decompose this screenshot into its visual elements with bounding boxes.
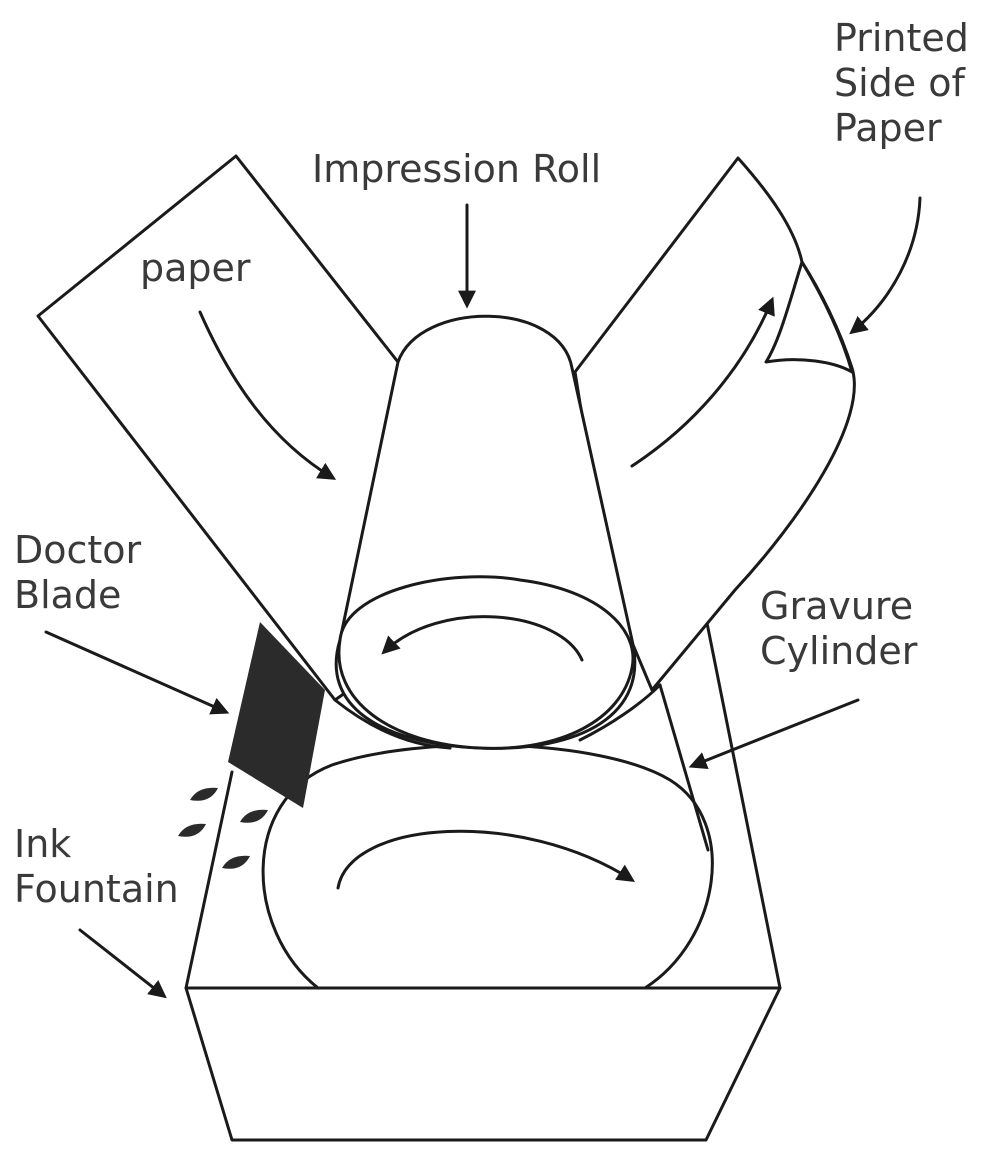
printed-side-label-line-1: Printed (834, 16, 969, 60)
doctor-blade-label-line-1: Doctor (14, 528, 142, 572)
gravure-cylinder-face (261, 743, 714, 990)
printed-side-label: Printed Side of Paper (834, 16, 969, 150)
ink-fountain-pointer (78, 928, 167, 999)
ink-droplets (178, 787, 268, 869)
paper-curl (764, 260, 854, 374)
gravure-cylinder-body (184, 616, 782, 990)
paper-nip-right (578, 683, 662, 742)
printed-side-label-line-3: Paper (834, 105, 942, 150)
gravure-cylinder-label: Gravure Cylinder (760, 584, 917, 674)
paper-out-arrow (630, 296, 775, 468)
ink-fountain-trough (184, 986, 782, 1142)
printed-side-pointer (849, 196, 922, 335)
gravure-cylinder-pointer (688, 698, 860, 770)
ink-fountain-label-line-1: Ink (14, 822, 72, 866)
doctor-blade-label-line-2: Blade (14, 572, 122, 617)
doctor-blade (228, 622, 325, 808)
paper-label: paper (140, 246, 251, 290)
gravure-cylinder-rotation-arrow (336, 829, 636, 890)
doctor-blade-label: Doctor Blade (14, 528, 141, 618)
printed-side-label-line-2: Side of (834, 60, 965, 105)
impression-roll-label: Impression Roll (312, 147, 602, 191)
gravure-cylinder-label-line-1: Gravure (760, 584, 914, 628)
ink-fountain-label: Ink Fountain (14, 822, 179, 912)
paper-nip-left (333, 698, 452, 750)
gravure-cylinder-inner-edge (658, 683, 710, 852)
impression-roll-rotation-arrow (381, 615, 584, 662)
gravure-cylinder-label-line-2: Cylinder (760, 628, 918, 673)
impression-roll-face (337, 575, 635, 750)
ink-fountain-label-line-2: Fountain (14, 866, 179, 911)
doctor-blade-pointer (44, 630, 230, 715)
paper-in-arrow (198, 310, 337, 480)
